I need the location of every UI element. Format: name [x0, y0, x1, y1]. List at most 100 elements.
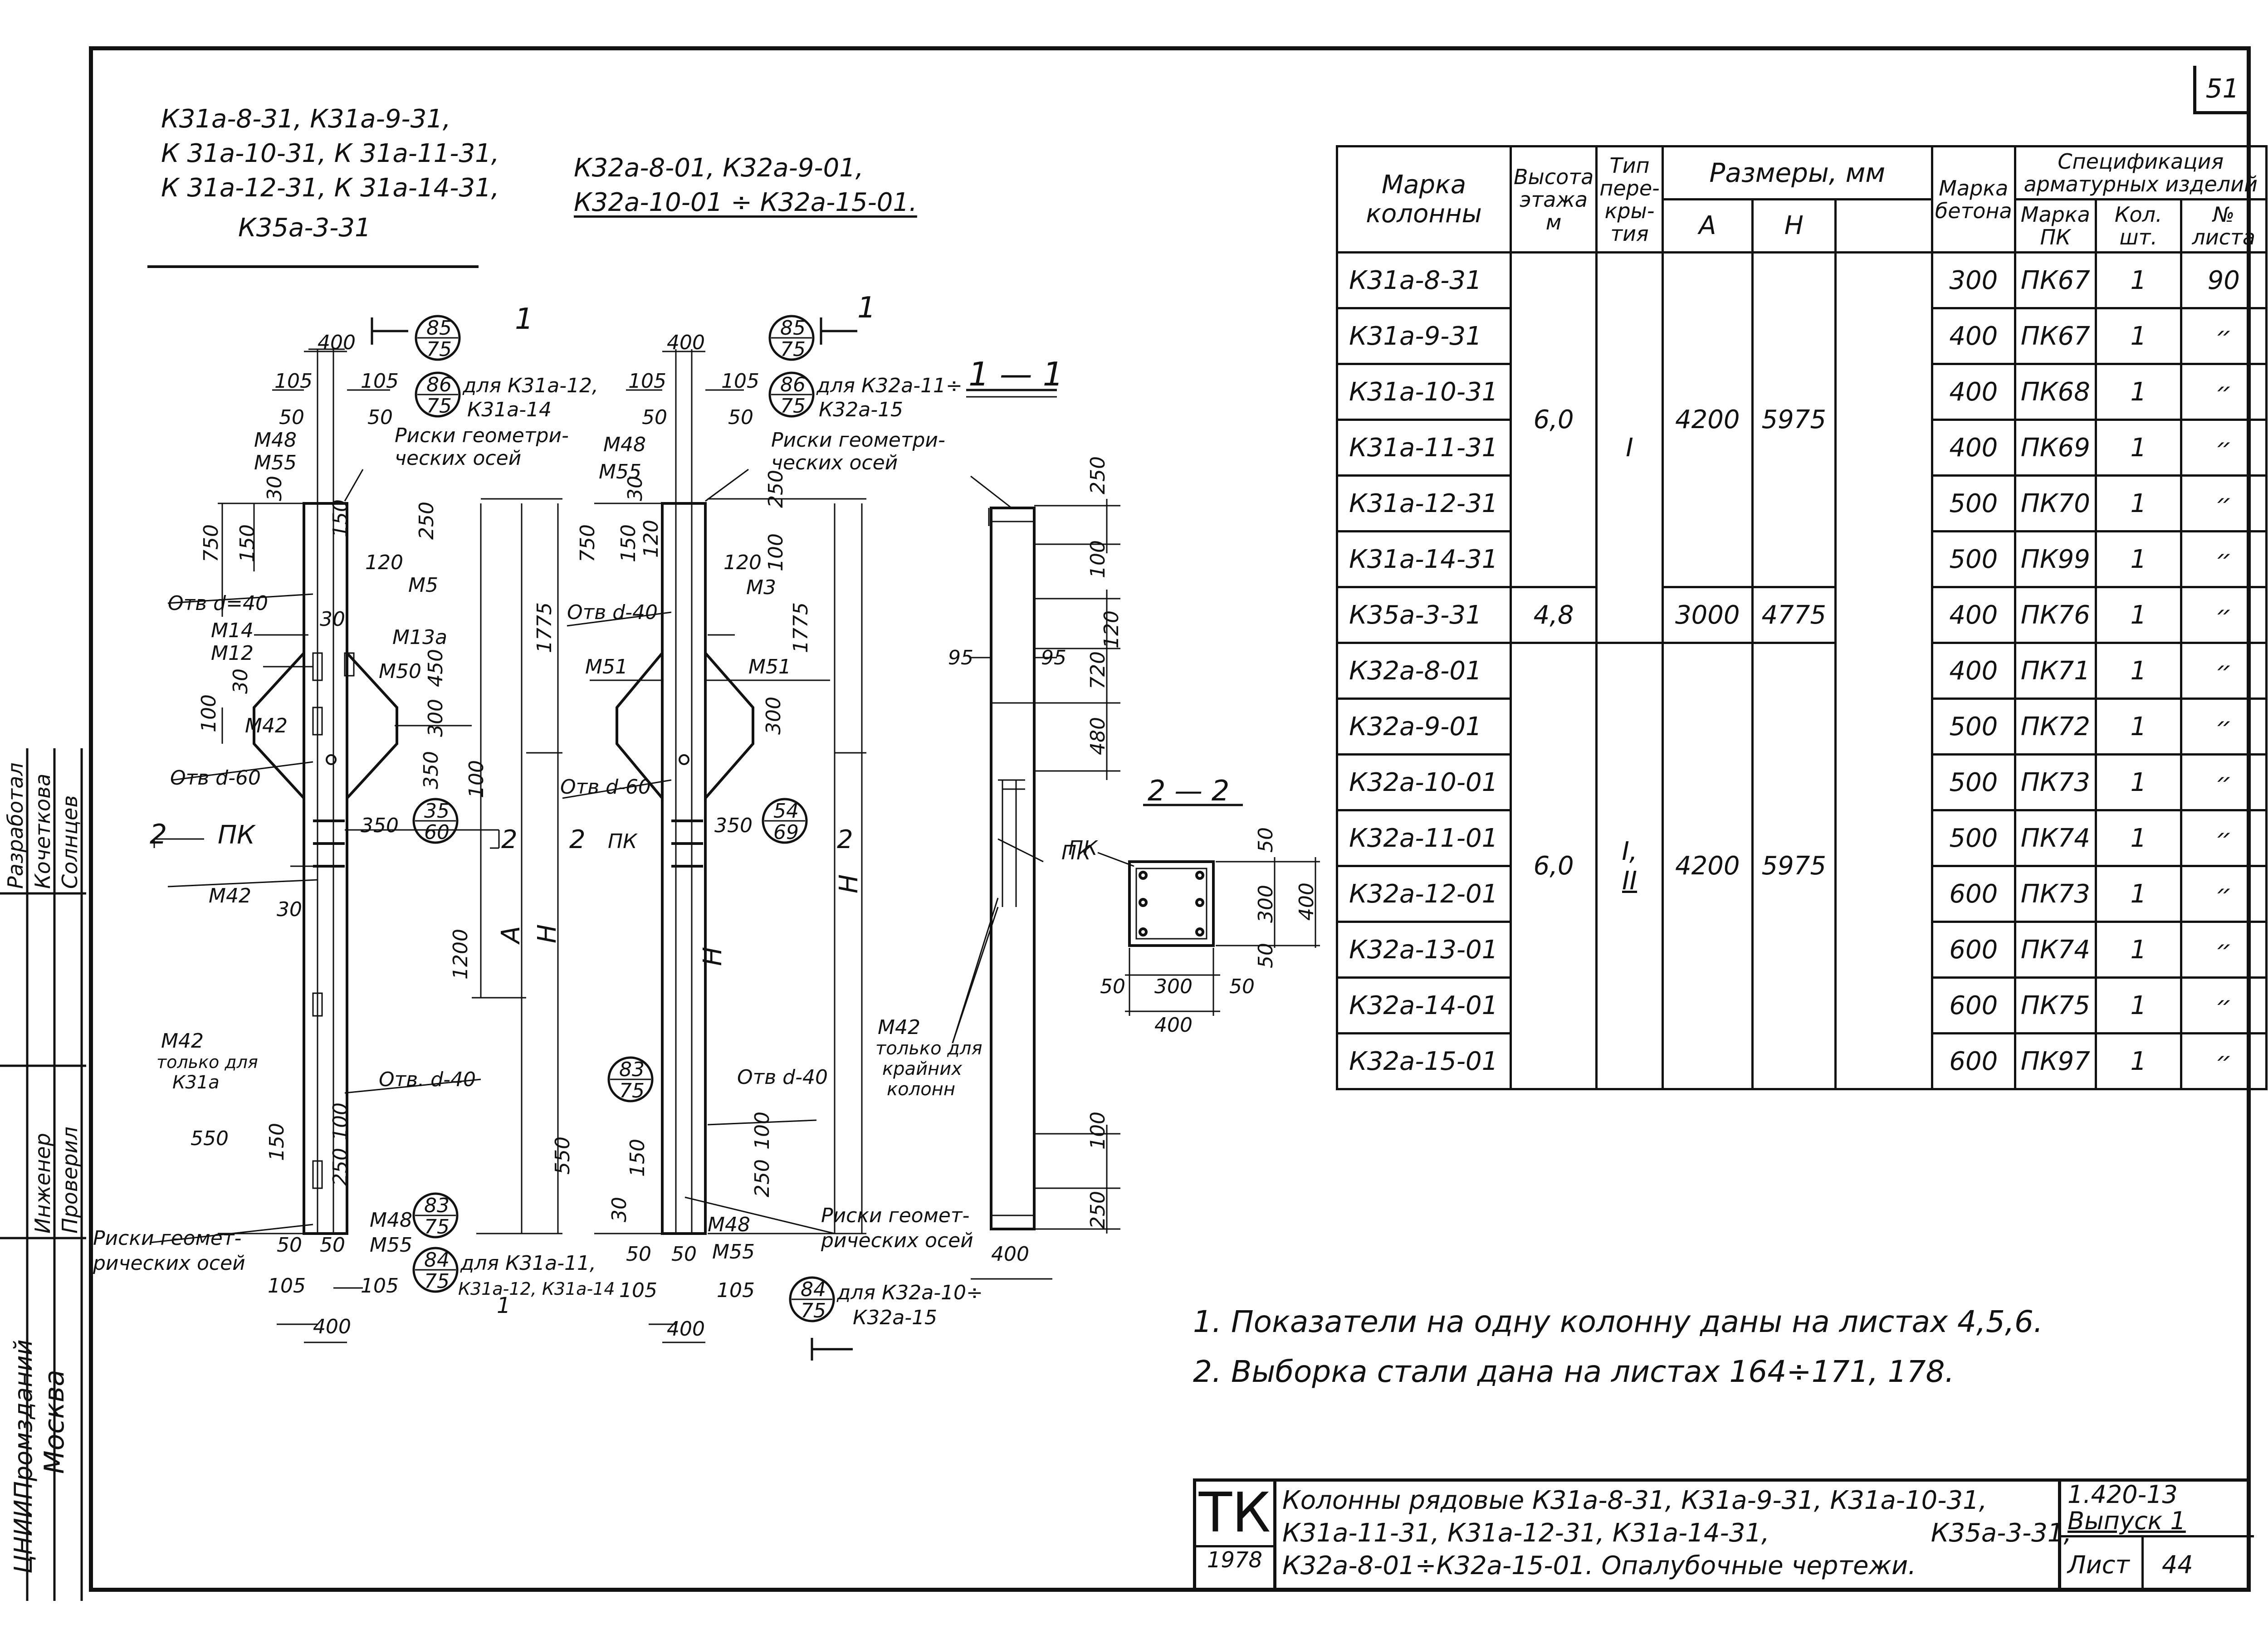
callout-note: К32а-15: [819, 398, 903, 421]
dim-750: 750: [200, 524, 223, 562]
hole-d60: Отв d-60: [170, 766, 261, 790]
callout-bottom: 60: [424, 821, 450, 844]
cell-pk: ПК97: [2014, 1032, 2097, 1090]
cell-dim-a: 4200: [1661, 642, 1754, 1090]
left-stamp: Разработал Кочеткова Солнцев Инженер Про…: [0, 748, 86, 1601]
dim-150: 150: [265, 1123, 288, 1161]
cell-pk: ПК69: [2014, 419, 2097, 477]
m42-note: колонн: [887, 1079, 955, 1100]
dim-50: 50: [728, 406, 753, 429]
embed-m14: М14: [211, 619, 254, 642]
dim-250: 250: [1086, 1191, 1110, 1229]
dim-400: 400: [991, 1243, 1029, 1266]
dim-30: 30: [608, 1197, 631, 1222]
title-block: ТК 1978 Колонны рядовые К31а-8-31, К31а-…: [1193, 1478, 2254, 1592]
dim-95: 95: [1041, 646, 1066, 669]
callout-bottom: 75: [426, 338, 452, 361]
title-block-code: ТК 1978: [1196, 1482, 1276, 1592]
dim-105: 105: [717, 1279, 755, 1302]
series-number: 1.420-13: [2068, 1480, 2178, 1509]
callout-note: К31а-12, К31а-14: [458, 1279, 615, 1299]
cell-sheet: ״: [2180, 363, 2268, 421]
callout-bottom: 75: [424, 1270, 450, 1293]
embed-m50: М50: [379, 660, 421, 683]
callout-bottom: 75: [426, 395, 452, 418]
dim-120: 120: [365, 551, 403, 574]
callout-bottom: 75: [780, 395, 806, 418]
cell-mark: К32а-10-01: [1336, 753, 1512, 811]
dim-h: Н: [698, 947, 728, 966]
cell-mark: К31а-8-31: [1336, 251, 1512, 309]
dim-300: 300: [1154, 975, 1193, 998]
dim-150: 150: [617, 524, 640, 562]
cell-dim-h: 4775: [1751, 586, 1837, 644]
dim-100: 100: [1086, 1112, 1110, 1150]
embed-m48: М48: [708, 1213, 750, 1236]
callout-top: 83: [619, 1058, 645, 1081]
cell-concrete: 300: [1931, 251, 2016, 309]
cell-height: 4,8: [1509, 586, 1598, 644]
hole-d40: Отв d-40: [567, 601, 658, 624]
hole-d40: Отв d-40: [737, 1066, 828, 1089]
cell-pk: ПК72: [2014, 697, 2097, 756]
section-mark-2: 2: [150, 819, 167, 850]
cell-mark: К32а-12-01: [1336, 865, 1512, 923]
table-row: К31а-12-31 500 ПК70 1 ״: [1336, 474, 2268, 532]
risks-label: Риски геомет-: [821, 1204, 969, 1227]
callout-bottom: 75: [780, 338, 806, 361]
notes: 1. Показатели на одну колонну даны на ли…: [1193, 1297, 2043, 1397]
cell-qty: 1: [2094, 530, 2182, 588]
dim-250: 250: [415, 502, 438, 540]
risks-label: ческих осей: [395, 447, 521, 470]
cell-concrete: 600: [1931, 1032, 2016, 1090]
cell-sheet: ״: [2180, 642, 2268, 700]
table-row: К32а-11-01 500 ПК74 1 ״: [1336, 809, 2268, 867]
header-mark-line: К32а-10-01 ÷ К32а-15-01.: [574, 188, 917, 217]
page-number: 51: [2193, 66, 2248, 114]
header-marks-right: К32а-8-01, К32а-9-01, К32а-10-01 ÷ К32а-…: [574, 151, 917, 220]
dim-h-outer: Н: [834, 874, 864, 893]
cell-height: 6,0: [1509, 251, 1598, 588]
table-row: К32а-13-01 600 ПК74 1 ״: [1336, 921, 2268, 979]
cell-concrete: 400: [1931, 307, 2016, 365]
dim-400-top: 400: [667, 331, 705, 354]
stamp-city: Москва: [39, 1370, 70, 1474]
cell-pk: ПК68: [2014, 363, 2097, 421]
dim-30: 30: [277, 898, 302, 921]
dim-400-bottom: 400: [313, 1315, 351, 1338]
section-1-1-drawing: [952, 389, 1120, 1280]
embed-m48: М48: [370, 1209, 412, 1232]
table-row: К32а-8-01 6,0 I,II 4200 5975 400 ПК71 1 …: [1336, 642, 2268, 1090]
callout-note: для К32а-10÷: [836, 1281, 983, 1304]
note-item: 2. Выборка стали дана на листах 164÷171,…: [1193, 1354, 1955, 1389]
table-row: К32а-15-01 600 ПК97 1 ״: [1336, 1032, 2268, 1090]
th-dims: Размеры, мм: [1661, 145, 1933, 200]
cell-dim-a: 3000: [1661, 586, 1754, 644]
dim-150: 150: [329, 499, 352, 537]
table-row: К31а-9-31 400 ПК67 1 ״: [1336, 307, 2268, 365]
stamp-graphic: Разработал Кочеткова Солнцев Инженер Про…: [0, 748, 86, 1601]
risks-label: Риски геометри-: [771, 429, 945, 452]
cell-type: I: [1595, 251, 1664, 644]
dim-450: 450: [424, 649, 447, 687]
section-mark-2: 2: [837, 825, 853, 854]
left-column-elevation: [149, 317, 562, 1343]
embed-m55: М55: [712, 1240, 755, 1263]
cell-pk: ПК67: [2014, 251, 2097, 309]
risks-label: Риски геометри-: [395, 424, 569, 447]
risks-geometric-axes: рических осей: [93, 1252, 245, 1275]
callout-bottom: 75: [619, 1079, 645, 1102]
risks-label: рических осей: [821, 1229, 973, 1252]
callout-top: 85: [426, 317, 452, 340]
dim-105: 105: [274, 370, 313, 393]
dim-1775: 1775: [533, 602, 556, 653]
section-mark-2: 2: [569, 825, 586, 854]
pk-label: ПК: [1061, 841, 1091, 864]
header-mark-line: К35а-3-31: [238, 213, 371, 243]
cell-sheet: ״: [2180, 865, 2268, 923]
pk-label: ПК: [218, 820, 256, 850]
stamp-org: ЦНИИПромзданий: [9, 1339, 38, 1574]
callout-top: 85: [780, 317, 806, 340]
